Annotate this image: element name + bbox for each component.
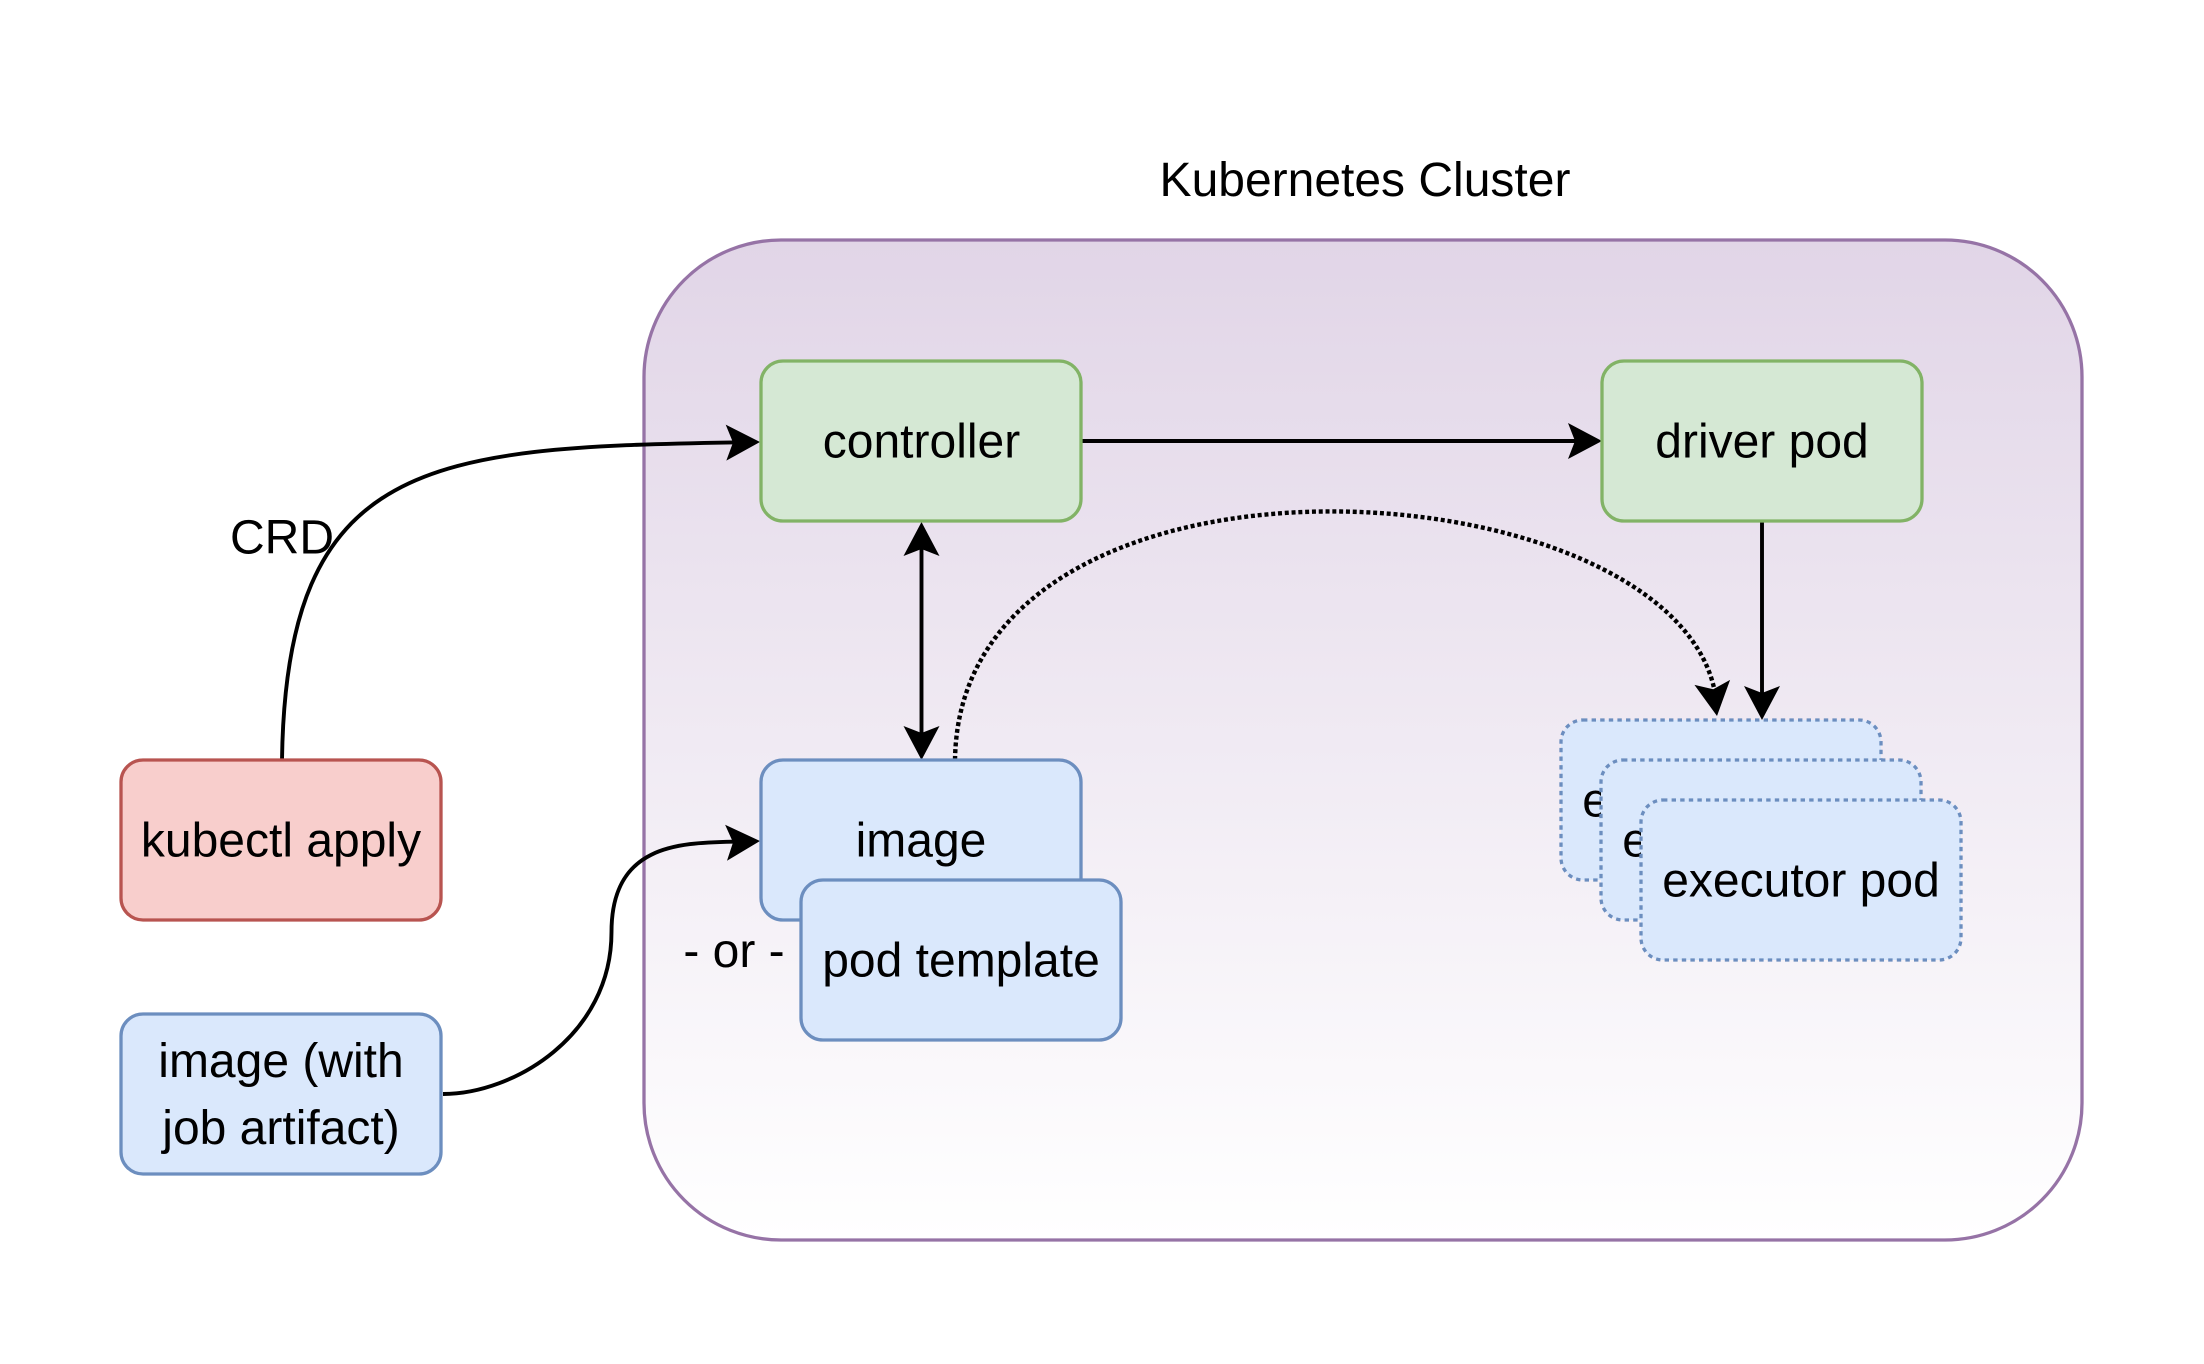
svg-text:image: image (856, 815, 987, 868)
svg-text:executor pod: executor pod (1662, 855, 1940, 908)
svg-text:image (with: image (with (158, 1035, 403, 1088)
svg-text:kubectl apply: kubectl apply (141, 815, 421, 868)
svg-text:driver pod: driver pod (1655, 416, 1868, 469)
svg-text:pod template: pod template (822, 935, 1100, 988)
svg-text:job artifact): job artifact) (160, 1102, 399, 1155)
svg-text:CRD: CRD (230, 512, 334, 565)
svg-text:Kubernetes Cluster: Kubernetes Cluster (1160, 154, 1571, 207)
svg-text:- or -: - or - (683, 925, 784, 978)
svg-text:controller: controller (823, 416, 1020, 469)
